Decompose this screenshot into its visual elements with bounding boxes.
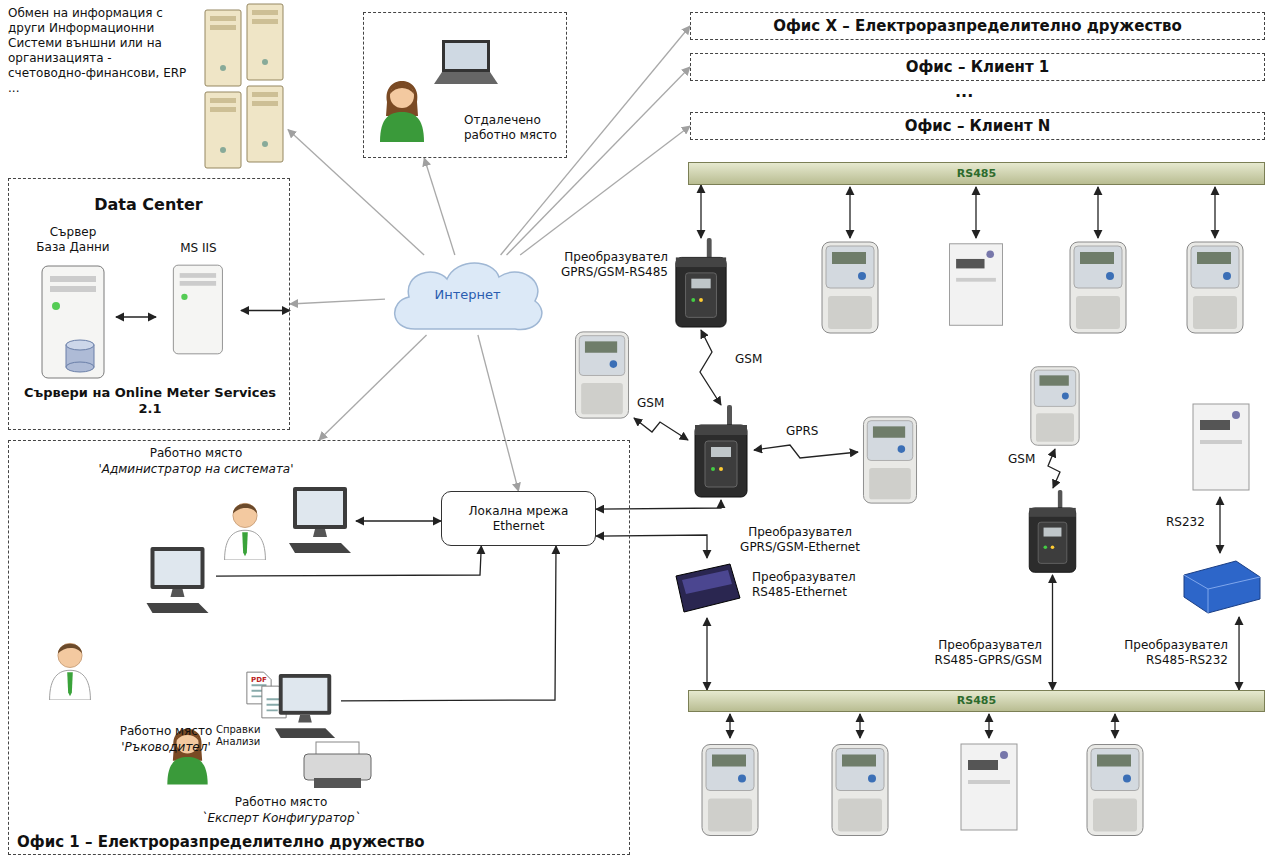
connector [116, 316, 156, 317]
rs485-bus: RS485 [688, 162, 1265, 185]
workstation: Работно място`Експерт Конфигуратор` [271, 673, 341, 741]
server-group: Обмен на информация с други Информационн… [200, 6, 288, 172]
connector [356, 520, 441, 521]
ellipsis: ... [955, 82, 973, 101]
office-box: Офис X – Електроразпределително дружеств… [690, 12, 1265, 40]
connector [700, 185, 701, 238]
converter: Преобразувател RS485-GPRS/GSM [1020, 490, 1085, 575]
link-label: RS232 [1166, 515, 1205, 529]
report-label: Справки Анализи [216, 724, 268, 748]
rs485-bus: RS485 [688, 690, 1265, 712]
node-text: Работно място [116, 724, 216, 739]
node-text: 'Администратор на системата' [96, 462, 296, 477]
workstation: Работно място'Администратор на системата… [286, 486, 356, 556]
connector [700, 330, 721, 405]
workstation-icons [50, 487, 371, 788]
connector [520, 126, 690, 255]
node-text: Сървер База Данни [35, 225, 111, 255]
node-text: Офис – Клиент 1 [906, 58, 1050, 77]
node-text: RS485 [957, 694, 996, 708]
connector [290, 299, 385, 304]
node-text: Отдалечено работно място [464, 113, 564, 143]
db-server: Сървер База Данни [31, 263, 116, 383]
web-server: MS IIS [156, 263, 241, 358]
connector [507, 67, 690, 255]
connector [341, 546, 556, 701]
office-box: Офис – Клиент N [690, 112, 1265, 140]
datacenter-frame: Data CenterСървери на Online Meter Servi… [8, 178, 290, 430]
node-text: Офис X – Електроразпределително дружеств… [773, 17, 1182, 36]
node-text: Преобразувател RS485-Ethernet [752, 570, 877, 600]
node-text: Сървери на Online Meter Services 2.1 [19, 385, 281, 418]
converter: Преобразувател RS485-Ethernet [672, 558, 742, 618]
office-frame: Офис 1 – Електроразпределително дружеств… [8, 440, 630, 855]
link-label: GSM [1008, 452, 1035, 466]
lan-box: Локална мрежаEthernet [441, 491, 596, 546]
node-text: Офис 1 – Електроразпределително дружеств… [17, 833, 617, 852]
node-text: Локална мрежа [469, 504, 569, 519]
link-label: GPRS [786, 424, 819, 438]
meter-links [634, 187, 1220, 738]
internet-cloud: Интернет [385, 255, 550, 335]
meter-icons [575, 242, 1249, 836]
node-text: Data Center [9, 195, 288, 215]
connector [1238, 617, 1239, 690]
edge-label: GSM [733, 352, 764, 366]
connector [288, 130, 424, 255]
server-icons [205, 4, 283, 168]
datacenter-servers [42, 265, 222, 378]
connector [596, 500, 721, 509]
workstation: Работно място'Ръководител' [141, 546, 216, 616]
connector [478, 335, 519, 491]
converter-icons [676, 238, 1260, 613]
connector [424, 158, 455, 255]
connector [319, 335, 427, 440]
node-text: RS485 [957, 167, 996, 181]
node-text: 'Ръководител' [116, 740, 216, 755]
office-box: Офис – Клиент 1 [690, 53, 1265, 81]
connector [216, 546, 481, 576]
connector [1052, 575, 1053, 690]
connector [241, 310, 290, 311]
node-text: Офис – Клиент N [905, 117, 1051, 136]
file-type: PDF [251, 676, 267, 684]
node-text: Интернет [434, 287, 500, 303]
node-text: Преобразувател RS485-RS232 [1100, 638, 1228, 668]
node-text: Преобразувател GPRS/GSM-Ethernet [735, 525, 865, 555]
link-label: GSM [637, 396, 664, 410]
converter: Преобразувател GPRS/GSM-RS485 [672, 238, 730, 330]
node-text: Обмен на информация с други Информационн… [8, 6, 193, 96]
remote-frame: Отдалечено работно място [363, 12, 567, 158]
node-text: `Експерт Конфигуратор` [181, 811, 381, 826]
node-text: MS IIS [156, 241, 241, 256]
converter: Преобразувател GPRS/GSM-Ethernet [690, 405, 752, 500]
connector [596, 535, 707, 558]
converter: Преобразувател RS485-RS232 [1180, 555, 1262, 617]
node-text: Работно място [181, 795, 381, 810]
node-text: Преобразувател GPRS/GSM-RS485 [552, 250, 668, 280]
node-text: Работно място [96, 446, 296, 461]
connector [706, 618, 707, 690]
node-text: Преобразувател RS485-GPRS/GSM [915, 638, 1042, 668]
node-text: Ethernet [493, 519, 545, 534]
